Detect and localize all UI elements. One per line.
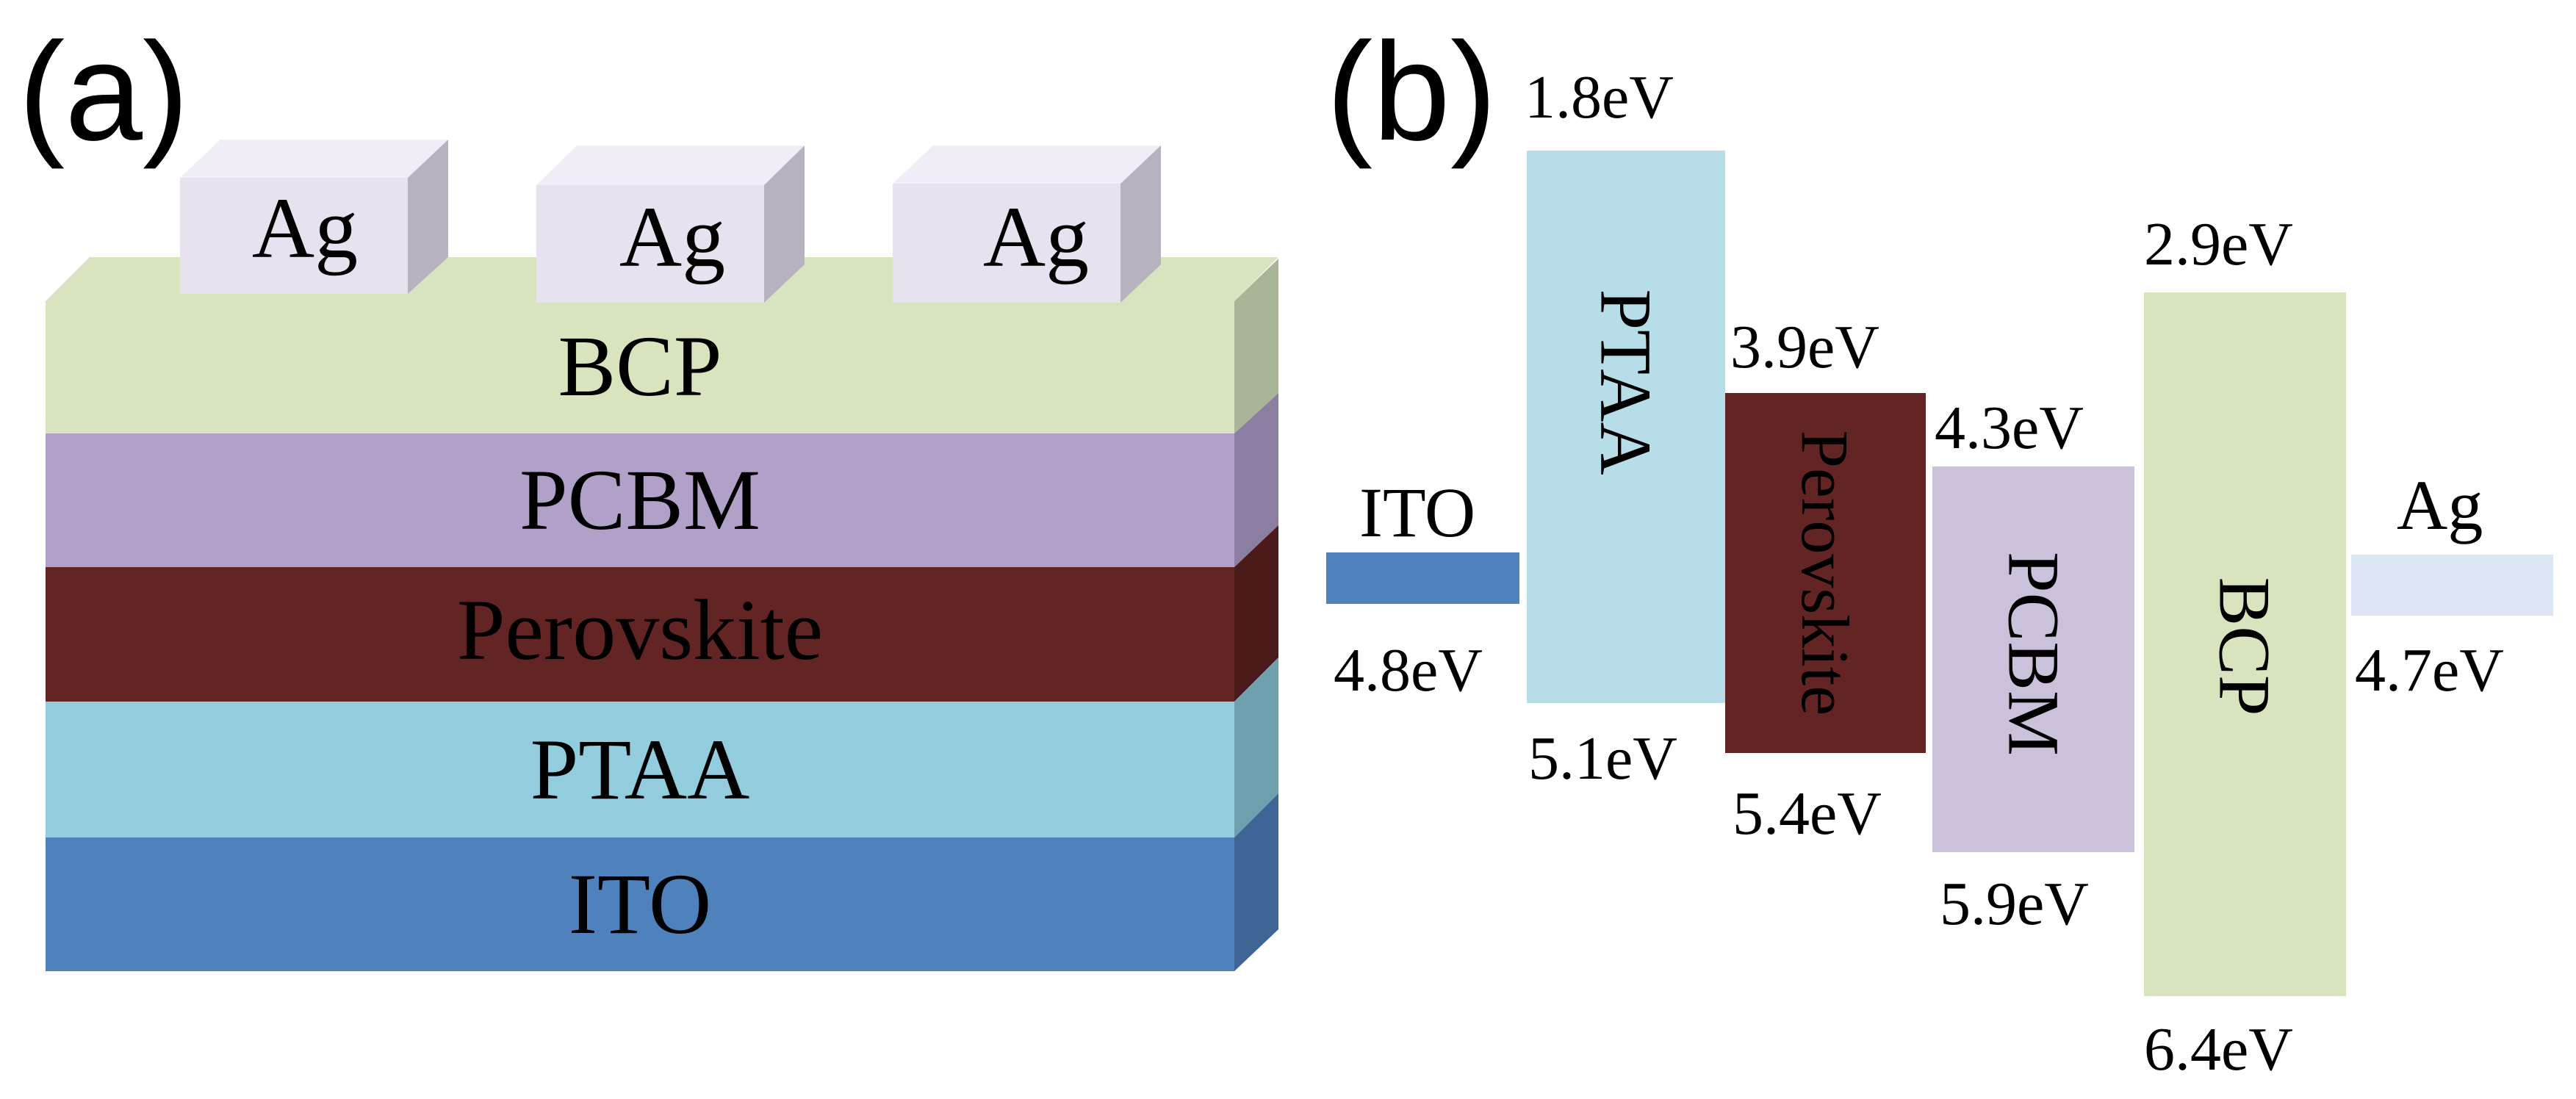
energy-level-ito <box>1326 552 1519 604</box>
work-function-ito: 4.8eV <box>1334 636 1483 705</box>
band-label-perovskite: Perovskite <box>1788 430 1863 716</box>
layer-pcbm <box>46 433 1234 567</box>
energy-band-pcbm <box>1932 466 2134 852</box>
ag-label: Ag <box>252 180 358 276</box>
band-label-bcp: BCP <box>2204 577 2286 716</box>
band-bottom-ptaa: 5.1eV <box>1528 724 1677 793</box>
layer-label-ito: ITO <box>569 856 711 952</box>
ag-label: Ag <box>619 189 725 285</box>
panel-a-label: (a) <box>18 14 189 170</box>
ag-electrode-1: Ag <box>180 140 448 294</box>
energy-band-perovskite <box>1725 393 1926 753</box>
side-face-ptaa <box>1234 657 1278 837</box>
band-label-ptaa: PTAA <box>1586 289 1667 475</box>
layer-label-ptaa: PTAA <box>530 721 750 818</box>
ag-label: Ag <box>983 189 1089 285</box>
side-face-perovskite <box>1234 525 1278 702</box>
panel-b: (b) ITO 4.8eV 1.8eV 5.1eV PTAA 3.9eV 5.4… <box>1326 14 2553 1084</box>
side-face-bcp <box>1234 259 1278 433</box>
band-label-pcbm: PCBM <box>1993 552 2075 756</box>
band-bottom-perovskite: 5.4eV <box>1733 779 1882 848</box>
band-bottom-pcbm: 5.9eV <box>1940 870 2089 938</box>
energy-band-bcp <box>2144 292 2346 996</box>
layer-ptaa <box>46 702 1234 837</box>
ag-electrode-3: Ag <box>893 145 1161 303</box>
material-label-ag: Ag <box>2397 466 2483 544</box>
band-bottom-bcp: 6.4eV <box>2144 1015 2293 1084</box>
side-face-ito <box>1234 793 1278 971</box>
layer-label-perovskite: Perovskite <box>457 582 823 678</box>
layer-perovskite <box>46 567 1234 702</box>
panel-a: (a) BCP PCBM Perovskite PTAA ITO Ag <box>18 14 1278 971</box>
material-label-ito: ITO <box>1359 473 1475 552</box>
ag-electrode-2: Ag <box>536 145 805 303</box>
energy-level-ag <box>2351 555 2553 616</box>
energy-band-ptaa <box>1527 151 1725 703</box>
layer-bcp <box>46 301 1234 433</box>
layer-label-pcbm: PCBM <box>519 452 760 548</box>
layer-label-bcp: BCP <box>558 318 722 414</box>
panel-b-label: (b) <box>1326 14 1497 170</box>
band-top-perovskite: 3.9eV <box>1730 313 1879 381</box>
side-face-pcbm <box>1234 393 1278 567</box>
band-top-ptaa: 1.8eV <box>1525 63 1674 131</box>
work-function-ag: 4.7eV <box>2355 636 2504 705</box>
layer-ito <box>46 837 1234 971</box>
stack-side-faces <box>1234 259 1278 971</box>
band-top-bcp: 2.9eV <box>2144 210 2293 278</box>
band-top-pcbm: 4.3eV <box>1935 394 2084 462</box>
